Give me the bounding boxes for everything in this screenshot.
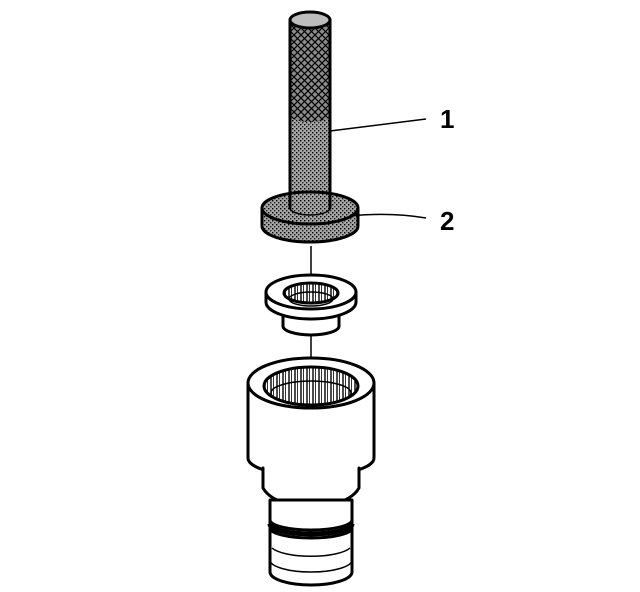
installer-tool-icon [260,10,360,244]
callout-1: 1 [329,104,454,134]
callout-2: 2 [349,206,454,236]
callout-2-label: 2 [440,206,454,236]
bearing-icon [264,273,358,337]
callout-1-label: 1 [440,104,454,134]
housing-icon [246,356,376,587]
